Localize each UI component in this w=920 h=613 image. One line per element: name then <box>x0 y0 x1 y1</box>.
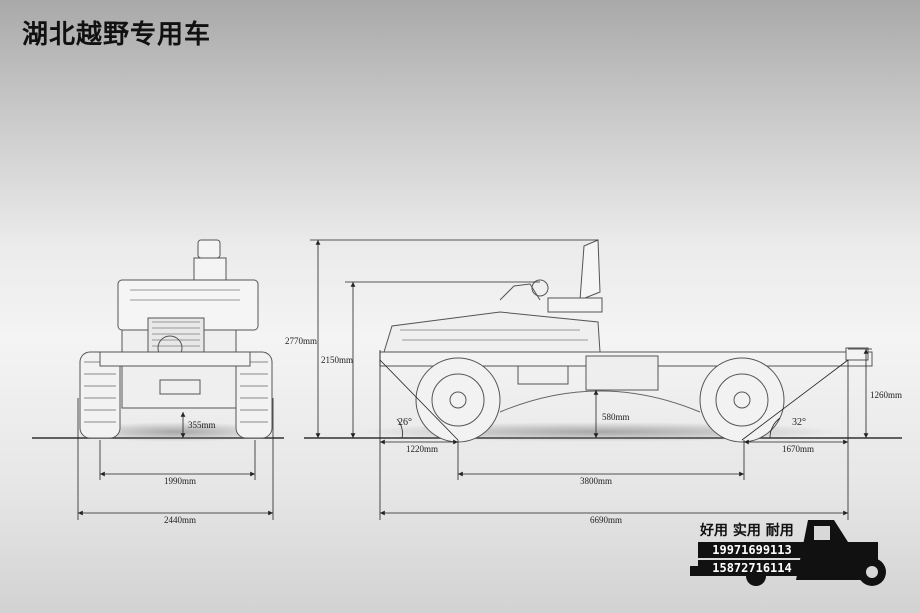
badge-slogan: 好用 实用 耐用 <box>700 523 794 539</box>
side-dimensions <box>310 239 872 520</box>
page-title: 湖北越野专用车 <box>22 20 212 50</box>
overall-length-label: 6690mm <box>590 515 622 525</box>
side-rear-wheel <box>699 357 785 443</box>
overall-height-label: 2770mm <box>285 336 317 346</box>
front-ground-clearance-label: 355mm <box>188 420 216 430</box>
front-dimensions <box>77 398 274 520</box>
front-overall-width-label: 2440mm <box>164 515 196 525</box>
rear-frame-height-label: 1260mm <box>870 390 902 400</box>
cab-height-label: 2150mm <box>321 355 353 365</box>
phone-number-1[interactable]: 19971699113 <box>698 542 806 558</box>
front-track-label: 1990mm <box>164 476 196 486</box>
front-view-vehicle <box>76 239 276 442</box>
side-front-wheel <box>415 357 501 443</box>
approach-angle-label: 26° <box>398 417 412 428</box>
phone-number-2[interactable]: 15872716114 <box>698 560 806 576</box>
front-overhang-label: 1220mm <box>406 444 438 454</box>
rear-overhang-label: 1670mm <box>782 444 814 454</box>
departure-angle-label: 32° <box>792 417 806 428</box>
side-view-vehicle <box>360 239 873 443</box>
underbody-clearance-label: 580mm <box>602 412 630 422</box>
contact-badge: 好用 实用 耐用 19971699113 15872716114 <box>694 516 906 588</box>
wheelbase-label: 3800mm <box>580 476 612 486</box>
